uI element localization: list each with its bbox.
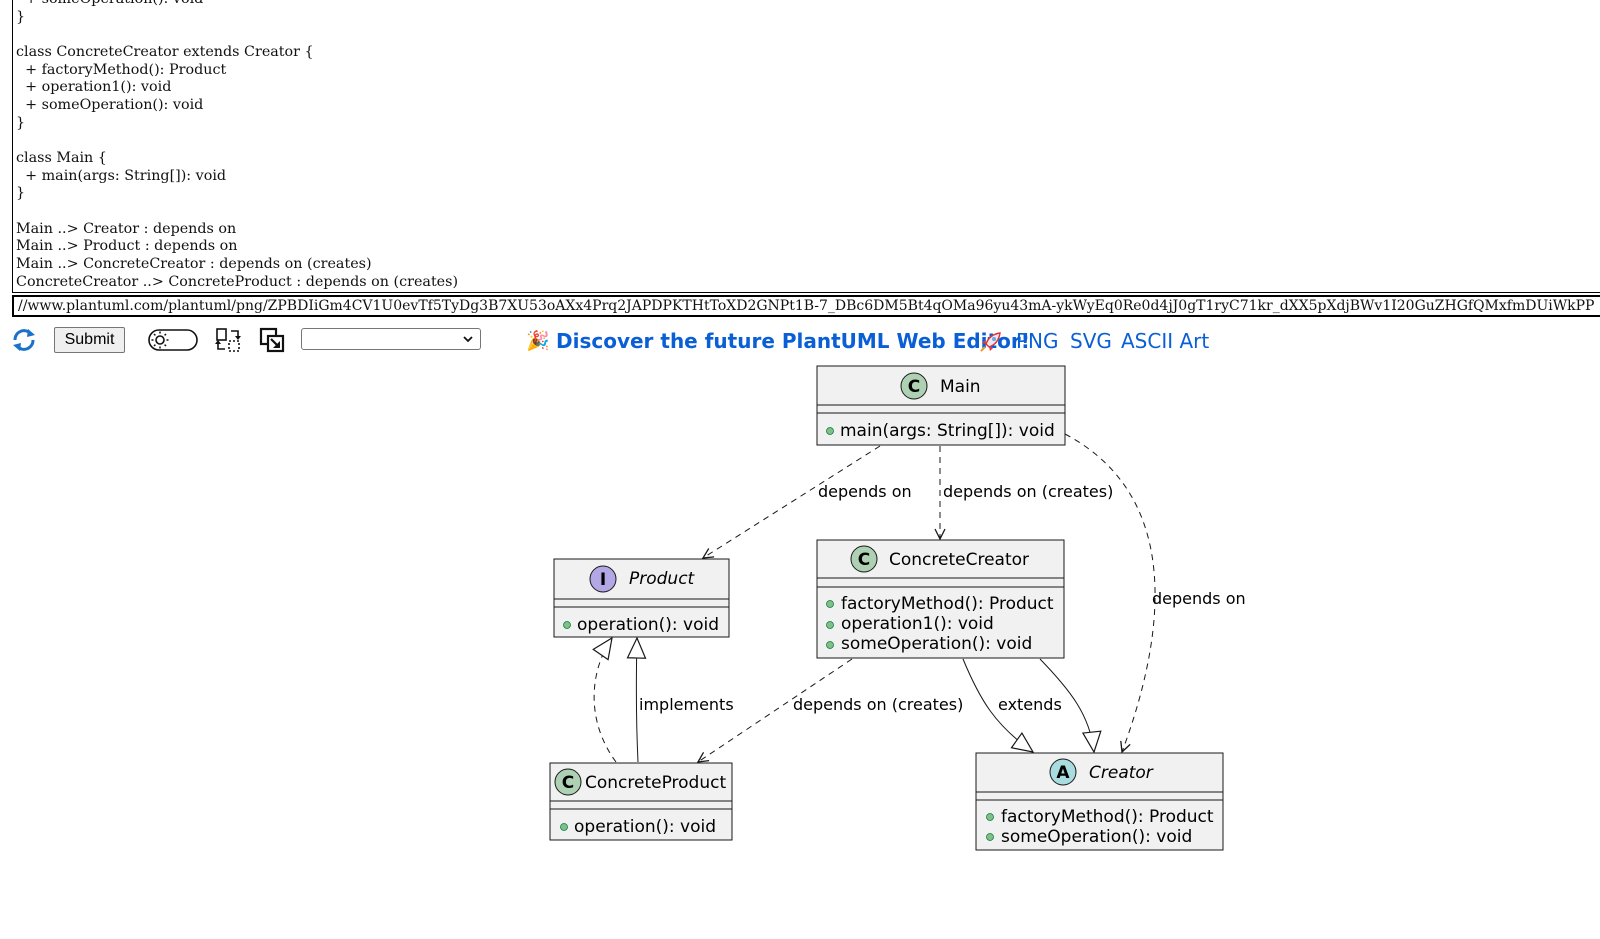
edge-label-cc-concrete-product: depends on (creates)	[793, 695, 963, 714]
class-name-main: Main	[940, 377, 981, 397]
member-product-0: operation(): void	[577, 615, 719, 635]
class-badge-icon	[554, 768, 582, 796]
class-creator: A Creator factoryMethod(): Product someO…	[975, 752, 1224, 851]
class-name-creator: Creator	[1089, 763, 1154, 783]
public-member-icon	[563, 621, 571, 629]
class-concrete-creator: C ConcreteCreator factoryMethod(): Produ…	[816, 539, 1065, 659]
edge-cc-concrete-product	[698, 658, 853, 762]
submit-button[interactable]: Submit	[54, 327, 125, 353]
public-member-icon	[826, 600, 834, 608]
edge-label-extends: extends	[998, 695, 1062, 714]
swap-layout-icon[interactable]	[214, 326, 242, 354]
edge-concrete-product-realizes-product	[594, 638, 617, 763]
class-name-concrete-product: ConcreteProduct	[585, 773, 726, 793]
member-concrete-creator-1: operation1(): void	[841, 614, 994, 634]
class-concrete-product: C ConcreteProduct operation(): void	[549, 762, 733, 841]
rocket-icon	[980, 332, 1001, 352]
class-badge-letter: C	[562, 773, 574, 793]
class-badge-icon	[900, 372, 928, 400]
source-code: + someOperation(): void } class Concrete…	[16, 0, 459, 290]
png-link[interactable]: PNG	[1016, 329, 1059, 353]
interface-badge-icon	[589, 565, 617, 593]
public-member-icon	[826, 621, 834, 629]
chevron-down-icon	[463, 336, 473, 343]
class-badge-letter: C	[858, 550, 870, 570]
class-badge-icon	[850, 545, 878, 573]
interface-badge-letter: I	[600, 570, 606, 590]
edge-label-main-concrete-creator: depends on (creates)	[943, 482, 1113, 501]
ascii-art-link[interactable]: ASCII Art	[1121, 329, 1210, 353]
public-member-icon	[986, 813, 994, 821]
member-main-0: main(args: String[]): void	[840, 421, 1055, 441]
public-member-icon	[826, 641, 834, 649]
light-theme-toggle[interactable]	[148, 327, 200, 353]
edge-main-creator	[1064, 433, 1156, 752]
edge-main-product	[703, 445, 881, 558]
abstract-badge-icon	[1049, 758, 1077, 786]
edge-label-implements: implements	[639, 695, 734, 714]
class-name-product: Product	[629, 569, 696, 589]
relationship-edges	[594, 433, 1156, 763]
member-concrete-creator-2: someOperation(): void	[841, 634, 1032, 654]
class-main: C Main main(args: String[]): void	[816, 365, 1066, 446]
abstract-badge-letter: A	[1056, 763, 1070, 783]
open-in-new-window-icon[interactable]	[258, 326, 286, 354]
class-badge-letter: C	[908, 377, 920, 397]
edge-concrete-product-implements-product	[636, 638, 638, 763]
edge-cc-extends-creator-a	[962, 658, 1033, 752]
refresh-icon[interactable]	[10, 326, 38, 354]
output-format-select[interactable]	[301, 328, 481, 350]
class-name-concrete-creator: ConcreteCreator	[889, 550, 1029, 570]
discover-web-editor-link[interactable]: Discover the future PlantUML Web Editor!	[556, 329, 1030, 353]
public-member-icon	[560, 823, 568, 831]
class-product: I Product operation(): void	[553, 558, 730, 638]
edge-label-main-product: depends on	[818, 482, 912, 501]
edge-label-main-creator: depends on	[1152, 589, 1246, 608]
member-concrete-product-0: operation(): void	[574, 817, 716, 837]
public-member-icon	[826, 427, 834, 435]
diagram-url-field[interactable]: //www.plantuml.com/plantuml/png/ZPBDIiGm…	[12, 295, 1600, 317]
party-popper-icon: 🎉	[526, 330, 550, 352]
source-editor[interactable]: + someOperation(): void } class Concrete…	[12, 0, 1600, 293]
member-creator-0: factoryMethod(): Product	[1001, 807, 1214, 827]
svg-link[interactable]: SVG	[1070, 329, 1112, 353]
edge-cc-extends-creator-b	[1039, 658, 1094, 752]
member-concrete-creator-0: factoryMethod(): Product	[841, 594, 1054, 614]
public-member-icon	[986, 833, 994, 841]
member-creator-1: someOperation(): void	[1001, 827, 1192, 847]
